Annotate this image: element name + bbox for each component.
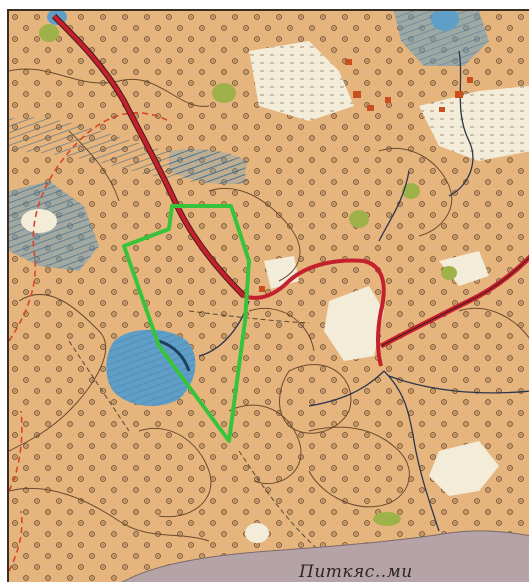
marsh-areas xyxy=(9,117,249,271)
field-patches xyxy=(39,24,457,526)
place-label: Питкяс..ми xyxy=(298,562,413,582)
north-lake xyxy=(47,11,489,66)
map-canvas[interactable]: Питкяс..ми xyxy=(9,11,529,582)
buildings xyxy=(259,59,473,292)
topographic-map[interactable]: Питкяс..ми xyxy=(7,9,529,582)
boundary-line xyxy=(9,112,170,572)
central-lake[interactable] xyxy=(106,329,196,406)
meadow-areas xyxy=(249,41,529,496)
main-road xyxy=(51,13,529,367)
highlighted-area[interactable] xyxy=(122,204,251,443)
contour-lines xyxy=(9,68,529,542)
tracks xyxy=(68,310,366,582)
settlement-area[interactable]: Питкяс..ми xyxy=(119,523,529,582)
